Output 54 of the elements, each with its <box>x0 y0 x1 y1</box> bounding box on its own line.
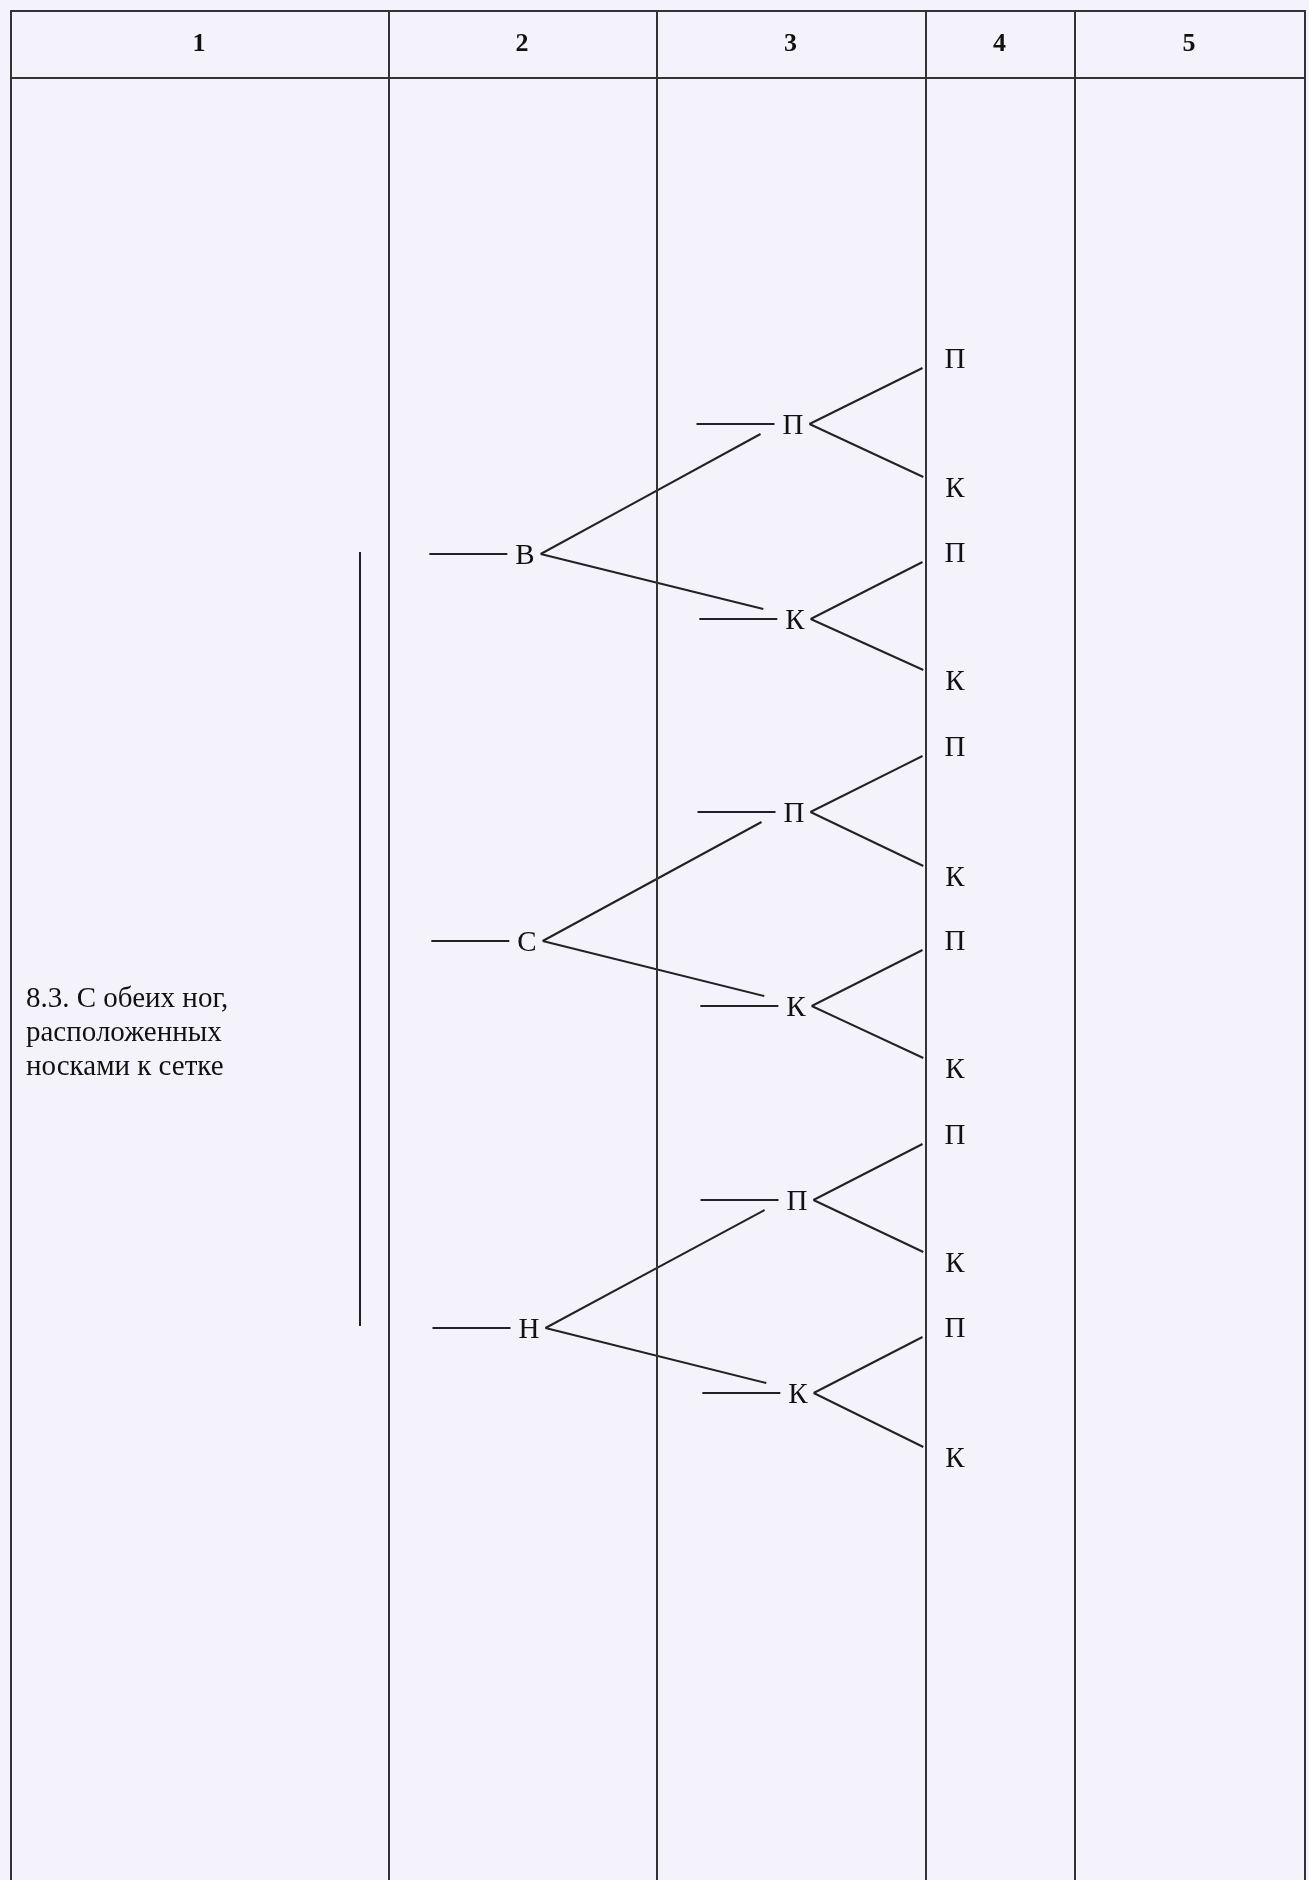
column-number: 3 <box>783 27 798 59</box>
branch-line <box>809 618 925 671</box>
tree-letter: К <box>943 1051 967 1085</box>
tree-letter: К <box>784 989 808 1023</box>
branch-line <box>809 755 924 813</box>
exercise-description: 8.3. С обеих ног, расположенных носками к сетке <box>26 980 230 1082</box>
tree-letter: Н <box>516 1311 542 1345</box>
tree-letter: П <box>781 795 807 829</box>
branch-line <box>539 433 762 555</box>
tree-letter: К <box>943 663 967 697</box>
tree-letter: П <box>780 407 806 441</box>
tree-letter: К <box>943 859 967 893</box>
tree-letter: К <box>786 1376 810 1410</box>
tree-letter: К <box>943 1440 967 1474</box>
branch-line <box>808 423 925 478</box>
column-number: 2 <box>514 27 530 59</box>
tree-letter: П <box>942 341 968 375</box>
tree-letter: К <box>783 602 807 636</box>
column-number: 5 <box>1181 27 1197 59</box>
dash-line <box>698 618 779 620</box>
branch-line <box>809 811 925 867</box>
branch-line <box>812 1199 925 1253</box>
dash-line <box>701 1392 782 1394</box>
dash-line <box>696 811 777 813</box>
tree-letter: С <box>515 924 539 958</box>
branch-line <box>810 1005 925 1059</box>
column-number: 1 <box>191 27 207 59</box>
branch-line <box>812 1336 924 1394</box>
branch-line <box>809 561 924 620</box>
branch-line <box>539 553 765 610</box>
branch-line <box>808 367 924 425</box>
branch-line <box>544 1209 766 1329</box>
tree-letter: П <box>942 535 968 569</box>
branch-line <box>541 940 766 997</box>
tree-letter: П <box>942 923 968 957</box>
tree-letter: П <box>942 729 968 763</box>
branch-line <box>810 949 924 1007</box>
column-number: 4 <box>992 27 1007 59</box>
branch-line <box>541 821 763 942</box>
tree-letter: К <box>943 470 967 504</box>
branch-line <box>544 1327 768 1384</box>
dash-line <box>695 423 776 425</box>
tree-letter: П <box>942 1117 968 1151</box>
tree-letter: П <box>942 1310 968 1344</box>
branch-line <box>812 1143 924 1201</box>
dash-line <box>699 1199 780 1201</box>
tree-letter: В <box>513 537 537 571</box>
tree-letter: П <box>784 1183 810 1217</box>
dash-line <box>431 1327 512 1329</box>
dash-line <box>699 1005 780 1007</box>
dash-line <box>428 553 509 555</box>
branch-line <box>812 1392 925 1448</box>
tree-letter: К <box>943 1245 967 1279</box>
dash-line <box>430 940 511 942</box>
